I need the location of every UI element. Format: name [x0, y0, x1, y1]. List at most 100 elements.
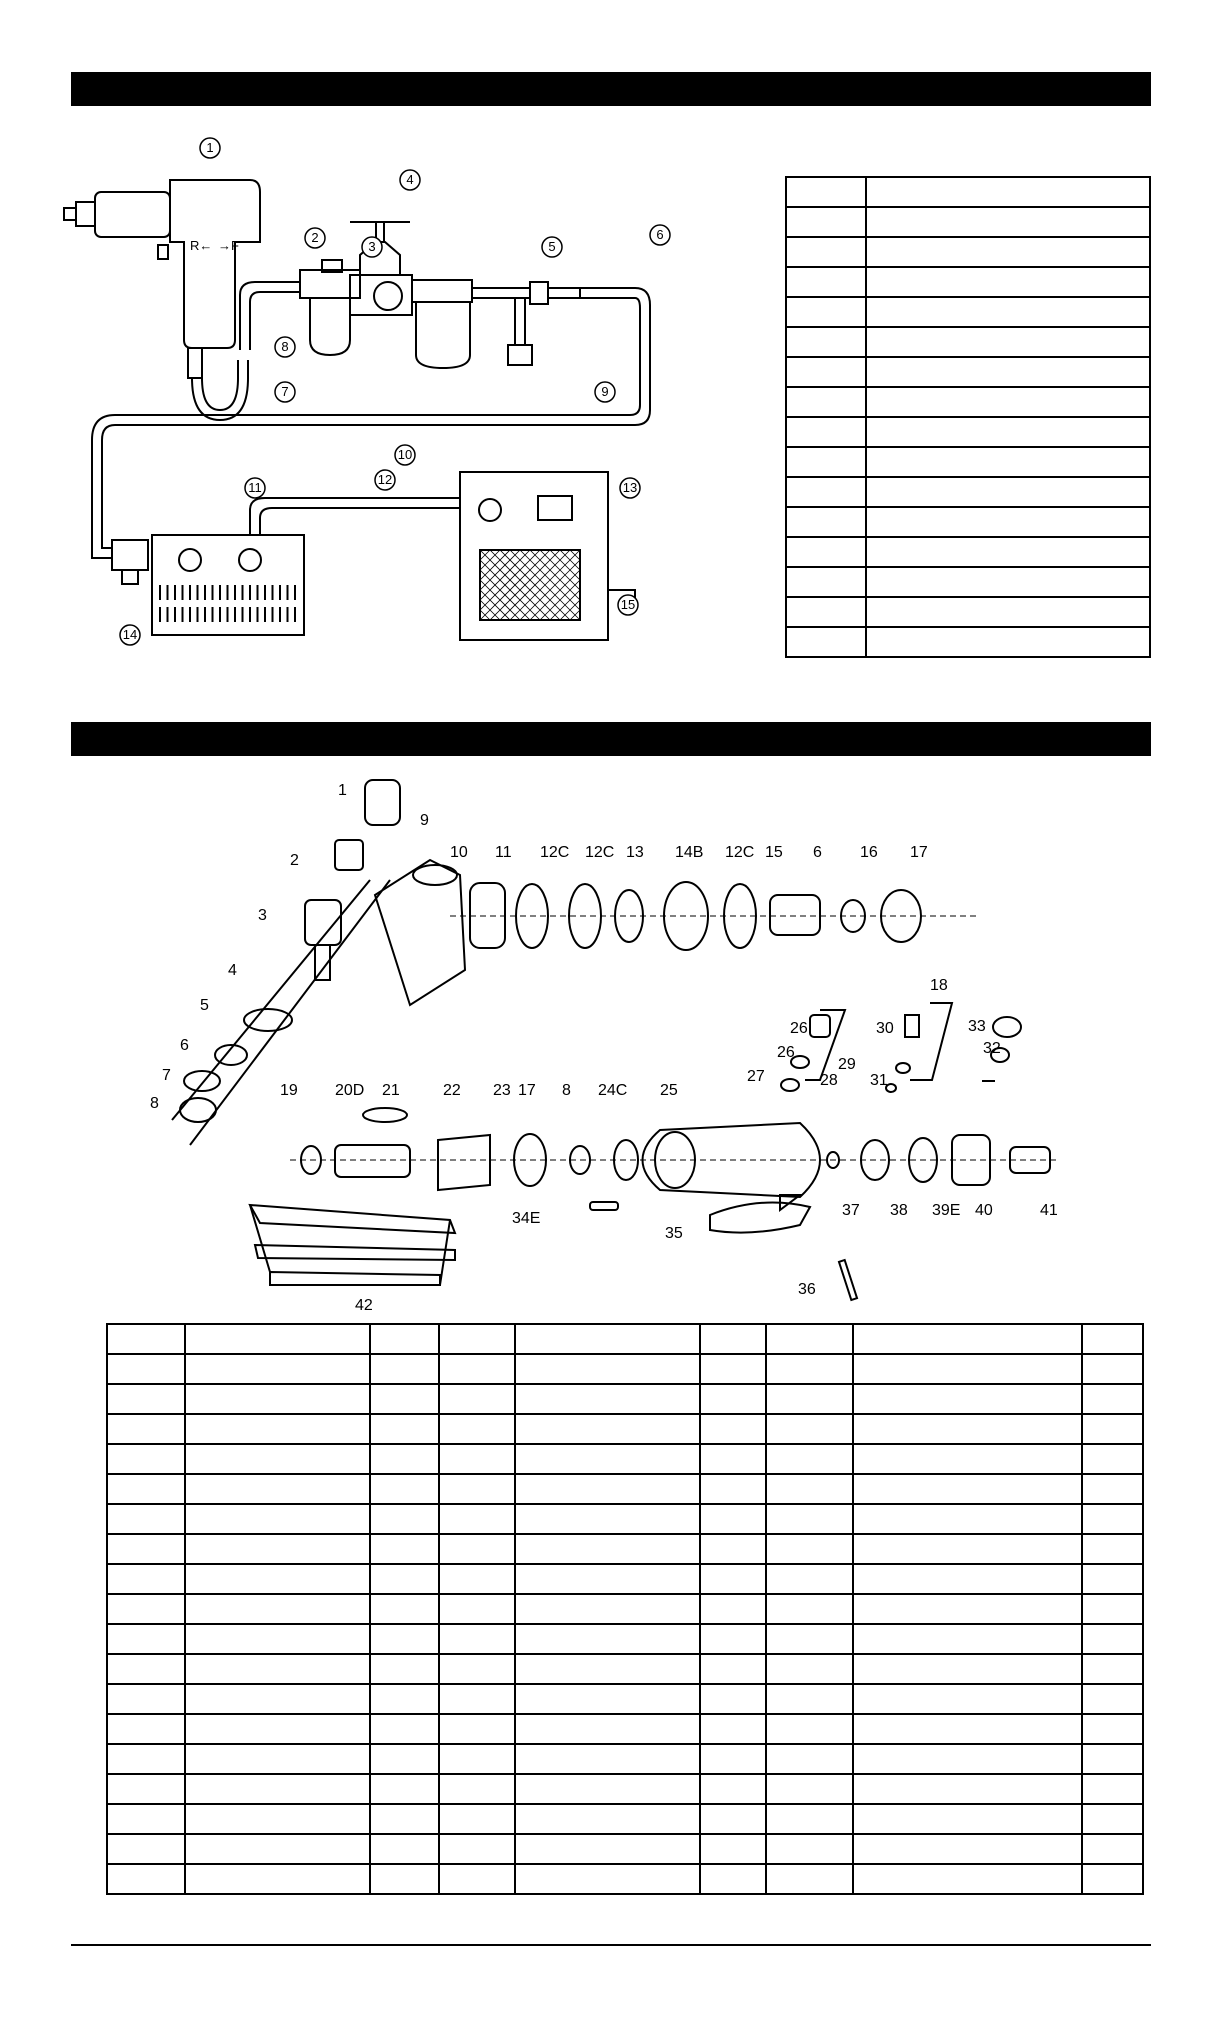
- table-cell: [437, 1353, 517, 1385]
- table-cell: [184, 1623, 371, 1655]
- part-label-5: 5: [200, 997, 209, 1014]
- legend-row: [785, 356, 1151, 388]
- svg-text:2: 2: [311, 230, 318, 245]
- table-cell: [368, 1383, 440, 1415]
- table-row: [105, 1473, 1144, 1505]
- table-cell: [1081, 1683, 1144, 1715]
- table-cell: [698, 1473, 768, 1505]
- parts-list-table: [105, 1323, 1144, 1895]
- table-cell: [437, 1443, 517, 1475]
- callout-2: 2: [304, 227, 326, 249]
- table-cell: [765, 1863, 854, 1895]
- table-row: [105, 1353, 1144, 1385]
- table-cell: [765, 1473, 854, 1505]
- part-label-35: 35: [665, 1225, 683, 1242]
- table-row: [105, 1653, 1144, 1685]
- svg-text:15: 15: [621, 597, 635, 612]
- table-cell: [851, 1503, 1084, 1535]
- legend-cell: [785, 536, 867, 568]
- table-cell: [437, 1623, 517, 1655]
- legend-cell: [785, 626, 867, 658]
- svg-text:11: 11: [248, 480, 262, 495]
- callout-13: 13: [619, 477, 641, 499]
- svg-text:6: 6: [656, 227, 663, 242]
- table-cell: [368, 1863, 440, 1895]
- table-cell: [437, 1473, 517, 1505]
- table-cell: [765, 1683, 854, 1715]
- table-cell: [1081, 1803, 1144, 1835]
- reverse-label: R←: [190, 238, 212, 253]
- part-label-9: 9: [420, 812, 429, 829]
- table-cell: [184, 1683, 371, 1715]
- table-cell: [437, 1863, 517, 1895]
- table-cell: [851, 1563, 1084, 1595]
- svg-text:4: 4: [406, 172, 413, 187]
- table-cell: [437, 1563, 517, 1595]
- legend-cell: [785, 296, 867, 328]
- table-cell: [1081, 1383, 1144, 1415]
- part-label-12C: 12C: [540, 844, 569, 861]
- table-cell: [184, 1713, 371, 1745]
- table-cell: [105, 1833, 187, 1865]
- svg-text:7: 7: [281, 384, 288, 399]
- table-cell: [368, 1713, 440, 1745]
- legend-cell: [865, 566, 1151, 598]
- table-cell: [105, 1353, 187, 1385]
- table-cell: [437, 1323, 517, 1355]
- legend-row: [785, 326, 1151, 358]
- table-cell: [184, 1773, 371, 1805]
- legend-cell: [865, 626, 1151, 658]
- table-cell: [437, 1833, 517, 1865]
- legend-cell: [865, 536, 1151, 568]
- callout-15: 15: [617, 594, 639, 616]
- legend-row: [785, 476, 1151, 508]
- table-cell: [184, 1803, 371, 1835]
- legend-row: [785, 236, 1151, 268]
- table-cell: [184, 1473, 371, 1505]
- table-cell: [437, 1653, 517, 1685]
- part-label-12C: 12C: [585, 844, 614, 861]
- table-cell: [698, 1803, 768, 1835]
- table-cell: [184, 1833, 371, 1865]
- table-cell: [368, 1683, 440, 1715]
- table-cell: [765, 1443, 854, 1475]
- legend-cell: [785, 356, 867, 388]
- table-row: [105, 1563, 1144, 1595]
- table-cell: [765, 1593, 854, 1625]
- part-label-34E: 34E: [512, 1210, 540, 1227]
- table-cell: [514, 1323, 701, 1355]
- table-cell: [368, 1743, 440, 1775]
- table-cell: [368, 1653, 440, 1685]
- part-label-13: 13: [626, 844, 644, 861]
- legend-cell: [865, 296, 1151, 328]
- table-cell: [437, 1713, 517, 1745]
- table-cell: [105, 1473, 187, 1505]
- table-cell: [184, 1353, 371, 1385]
- table-row: [105, 1503, 1144, 1535]
- legend-row: [785, 296, 1151, 328]
- part-label-10: 10: [450, 844, 468, 861]
- table-cell: [368, 1563, 440, 1595]
- table-cell: [698, 1833, 768, 1865]
- callout-1: 1: [199, 137, 221, 159]
- table-cell: [765, 1323, 854, 1355]
- table-cell: [368, 1443, 440, 1475]
- table-cell: [368, 1833, 440, 1865]
- table-cell: [765, 1653, 854, 1685]
- table-cell: [1081, 1563, 1144, 1595]
- legend-cell: [785, 416, 867, 448]
- table-cell: [1081, 1743, 1144, 1775]
- table-cell: [184, 1503, 371, 1535]
- part-label-27: 27: [747, 1068, 765, 1085]
- callout-7: 7: [274, 381, 296, 403]
- table-cell: [1081, 1833, 1144, 1865]
- table-cell: [514, 1713, 701, 1745]
- part-label-41: 41: [1040, 1202, 1058, 1219]
- callout-8: 8: [274, 336, 296, 358]
- legend-cell: [865, 356, 1151, 388]
- part-label-33: 33: [968, 1018, 986, 1035]
- table-cell: [437, 1803, 517, 1835]
- table-cell: [1081, 1593, 1144, 1625]
- part-label-37: 37: [842, 1202, 860, 1219]
- table-row: [105, 1533, 1144, 1565]
